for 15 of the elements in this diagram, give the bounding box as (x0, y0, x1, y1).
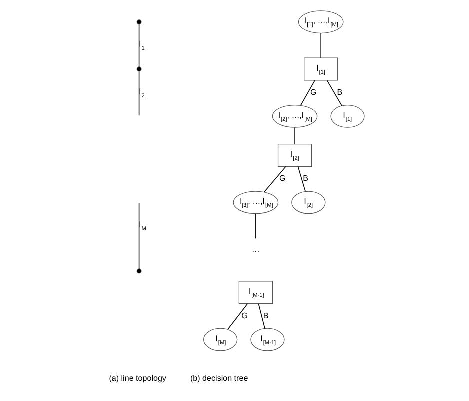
node-circle (136, 268, 142, 274)
connector (320, 32, 321, 58)
connector (326, 80, 342, 106)
node-circle (136, 20, 142, 25)
connector (138, 71, 140, 116)
connector (294, 127, 295, 145)
node-circle (136, 66, 142, 72)
connector (300, 80, 315, 106)
connector (255, 214, 256, 240)
connector (227, 304, 248, 330)
connector (138, 202, 140, 270)
connector (138, 24, 140, 68)
connector (258, 304, 265, 330)
connector (297, 166, 306, 192)
connector (264, 166, 286, 192)
